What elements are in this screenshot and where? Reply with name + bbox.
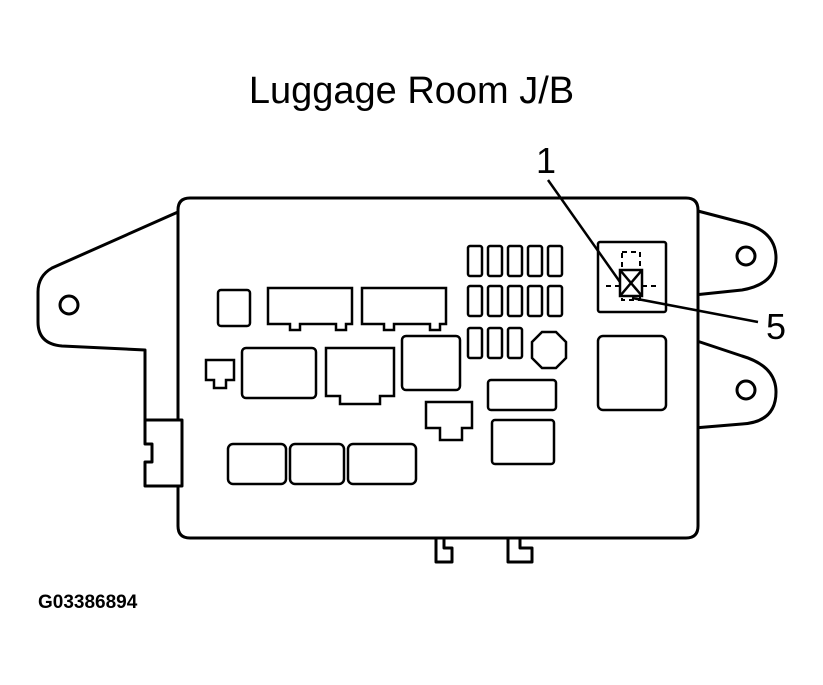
right-lower-mounting-ear (692, 338, 778, 430)
callout-1-label: 1 (536, 140, 557, 181)
connector-1 (266, 286, 354, 332)
relay-6 (486, 378, 558, 412)
left-side-clip (143, 418, 184, 488)
callout-5-label: 5 (766, 306, 787, 347)
relay-3 (226, 442, 288, 486)
relay-7 (490, 418, 556, 466)
fuse (466, 284, 484, 318)
connector-5 (424, 400, 474, 442)
relay-5 (346, 442, 418, 486)
fuse (466, 244, 484, 278)
connector-3 (204, 358, 236, 390)
fuse (506, 284, 524, 318)
right-lower-mount-hole (735, 379, 757, 401)
fuse-grid (466, 244, 564, 360)
fuse (526, 244, 544, 278)
bottom-tab-right (506, 536, 534, 564)
left-mount-hole (58, 294, 80, 316)
right-upper-mounting-ear (692, 208, 778, 297)
bottom-tab-left (434, 536, 454, 564)
diagram-title: Luggage Room J/B (248, 70, 575, 112)
fuse (506, 326, 524, 360)
relay-4 (288, 442, 346, 486)
fuse (486, 284, 504, 318)
fuse (466, 326, 484, 360)
right-upper-mount-hole (735, 245, 757, 267)
relay-1 (240, 346, 318, 400)
fuse (546, 244, 564, 278)
connector-2 (360, 286, 448, 332)
fuse (546, 284, 564, 318)
connector-4 (324, 346, 396, 406)
callout-5-leader (631, 296, 759, 324)
figure-id: G03386894 (38, 592, 138, 613)
target-fuse-cross-b (619, 269, 643, 297)
octagonal-connector (530, 330, 568, 370)
fuse (506, 244, 524, 278)
fuse (486, 244, 504, 278)
callout-1-leader (546, 179, 622, 283)
fuse (526, 284, 544, 318)
left-mounting-ear (36, 210, 180, 422)
relay-small (216, 288, 252, 328)
fuse (486, 326, 504, 360)
relay-large (596, 334, 668, 412)
relay-2 (400, 334, 462, 392)
